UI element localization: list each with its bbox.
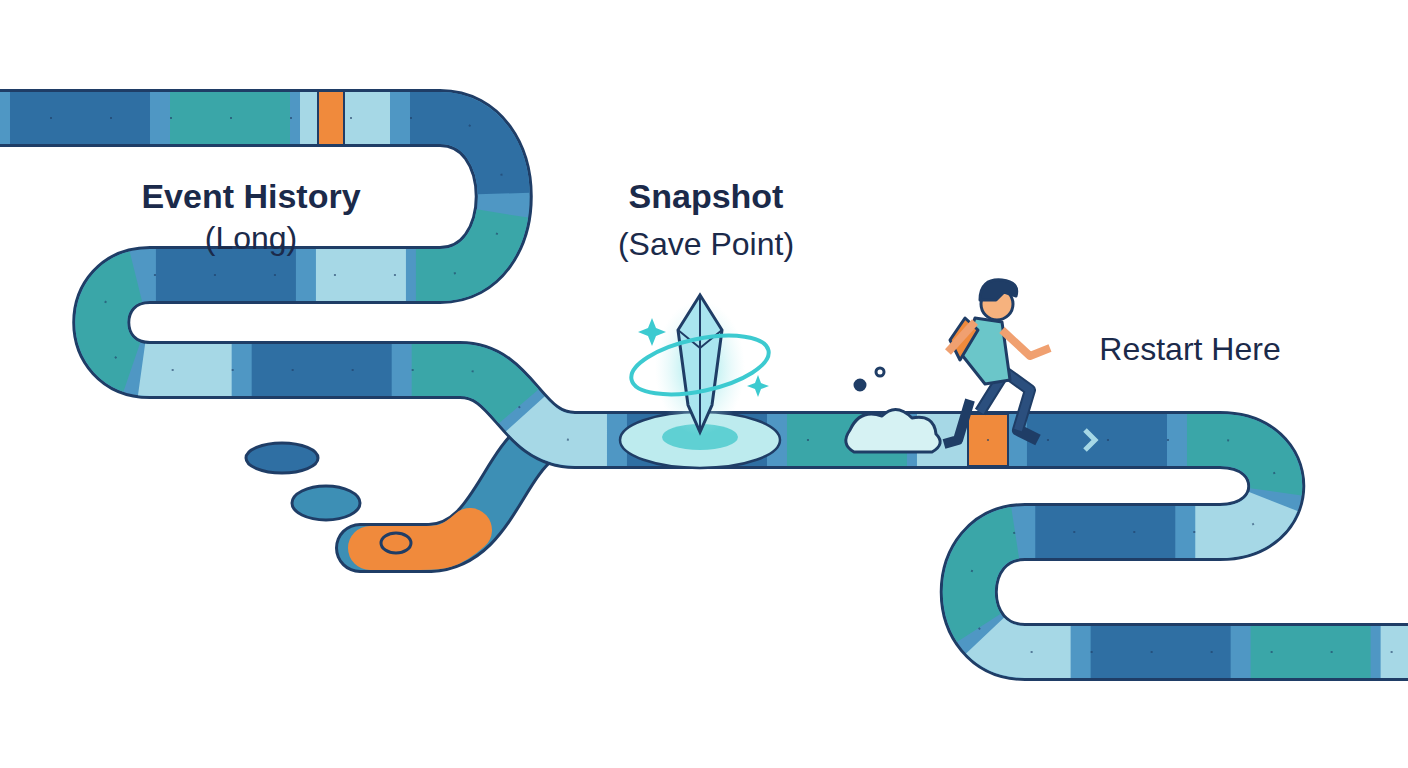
- callout-label: Restart Here: [1099, 331, 1280, 368]
- heading-label: Event History: [141, 177, 360, 216]
- snapshot-crystal: [620, 295, 780, 468]
- subheading-label: (Save Point): [618, 226, 794, 263]
- subheading-label: (Long): [205, 220, 298, 257]
- heading-label: Snapshot: [629, 177, 784, 216]
- event-road: [0, 91, 1408, 652]
- runner-figure: [846, 280, 1050, 452]
- side-branch: [246, 440, 540, 553]
